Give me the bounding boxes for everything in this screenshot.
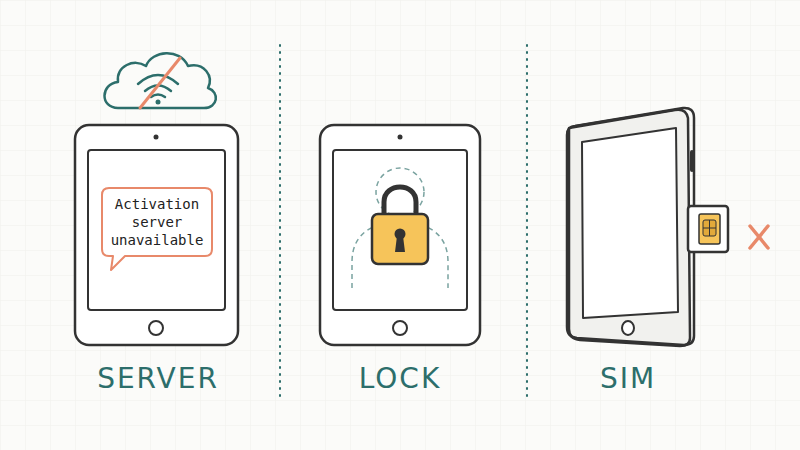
panel-label: LOCK <box>359 362 442 395</box>
bubble-outline-path <box>102 188 212 270</box>
speech-bubble: Activation server unavailable <box>101 187 213 257</box>
tablet <box>75 125 238 345</box>
separator <box>526 45 528 400</box>
sim-tray <box>688 206 728 252</box>
padlock <box>372 187 428 264</box>
panel-label: SIM <box>600 362 656 395</box>
user-silhouette <box>352 168 448 288</box>
panel-label: SERVER <box>97 362 219 395</box>
offline-cloud <box>105 53 216 108</box>
separator <box>279 45 281 400</box>
tablet <box>567 108 694 346</box>
error-cross <box>750 226 768 248</box>
tablet <box>320 125 480 345</box>
bubble-text: Activation server unavailable <box>101 187 213 257</box>
